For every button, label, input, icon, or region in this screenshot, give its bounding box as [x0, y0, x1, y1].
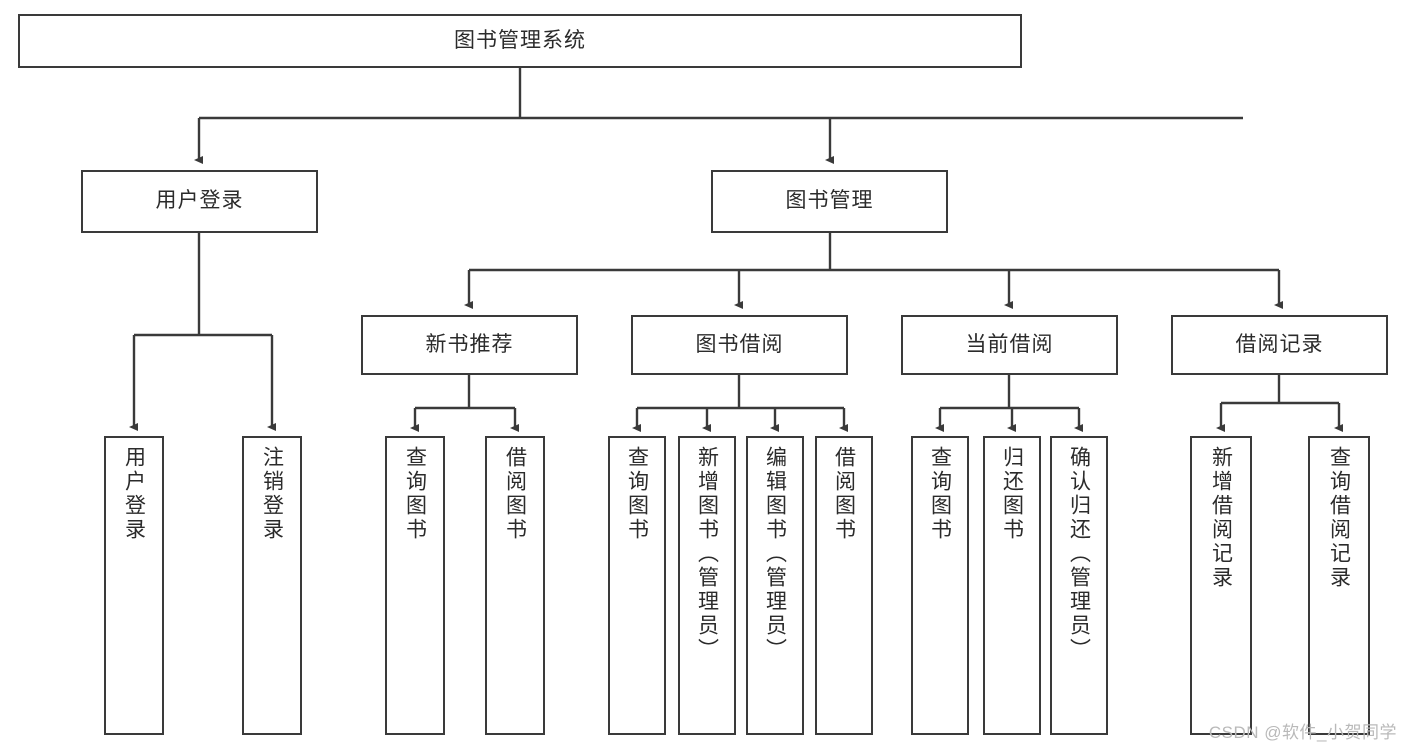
node-leaf-edit-book-label: 编辑图书（管理员） [763, 446, 787, 662]
node-root[interactable]: 图书管理系统 [18, 14, 1022, 68]
node-leaf-query-book-3[interactable]: 查询图书 [911, 436, 969, 735]
node-leaf-borrow-book-1[interactable]: 借阅图书 [485, 436, 545, 735]
node-leaf-borrow-book-2-label: 借阅图书 [832, 446, 856, 542]
node-leaf-edit-book[interactable]: 编辑图书（管理员） [746, 436, 804, 735]
node-leaf-query-book-2[interactable]: 查询图书 [608, 436, 666, 735]
node-leaf-query-book-2-label: 查询图书 [625, 446, 649, 542]
node-book-manage[interactable]: 图书管理 [711, 170, 948, 233]
node-current-borrow[interactable]: 当前借阅 [901, 315, 1118, 375]
node-book-borrow-label: 图书借阅 [695, 332, 784, 356]
node-leaf-confirm-return[interactable]: 确认归还（管理员） [1050, 436, 1108, 735]
node-book-borrow[interactable]: 图书借阅 [631, 315, 848, 375]
node-leaf-query-book-3-label: 查询图书 [928, 446, 952, 542]
node-leaf-borrow-book-2[interactable]: 借阅图书 [815, 436, 873, 735]
node-leaf-add-record[interactable]: 新增借阅记录 [1190, 436, 1252, 735]
node-leaf-return-book-label: 归还图书 [1000, 446, 1024, 542]
node-leaf-logout-login-label: 注销登录 [260, 446, 284, 542]
node-new-book-recommend[interactable]: 新书推荐 [361, 315, 578, 375]
node-borrow-record-label: 借阅记录 [1235, 332, 1324, 356]
node-leaf-add-book[interactable]: 新增图书（管理员） [678, 436, 736, 735]
node-user-login-label: 用户登录 [155, 189, 244, 213]
node-new-book-recommend-label: 新书推荐 [425, 332, 514, 356]
node-leaf-query-book-1-label: 查询图书 [403, 446, 427, 542]
watermark-text: CSDN @软件_小贺同学 [1208, 723, 1397, 742]
node-leaf-return-book[interactable]: 归还图书 [983, 436, 1041, 735]
node-leaf-user-login[interactable]: 用户登录 [104, 436, 164, 735]
node-leaf-query-book-1[interactable]: 查询图书 [385, 436, 445, 735]
node-leaf-add-record-label: 新增借阅记录 [1209, 446, 1233, 590]
node-leaf-confirm-return-label: 确认归还（管理员） [1067, 446, 1091, 662]
node-user-login[interactable]: 用户登录 [81, 170, 318, 233]
node-book-manage-label: 图书管理 [785, 189, 874, 213]
node-root-label: 图书管理系统 [454, 28, 586, 52]
node-leaf-logout-login[interactable]: 注销登录 [242, 436, 302, 735]
node-leaf-query-record-label: 查询借阅记录 [1327, 446, 1351, 590]
node-leaf-borrow-book-1-label: 借阅图书 [503, 446, 527, 542]
node-current-borrow-label: 当前借阅 [965, 332, 1054, 356]
node-leaf-add-book-label: 新增图书（管理员） [695, 446, 719, 662]
node-leaf-user-login-label: 用户登录 [122, 446, 146, 542]
node-borrow-record[interactable]: 借阅记录 [1171, 315, 1388, 375]
node-leaf-query-record[interactable]: 查询借阅记录 [1308, 436, 1370, 735]
